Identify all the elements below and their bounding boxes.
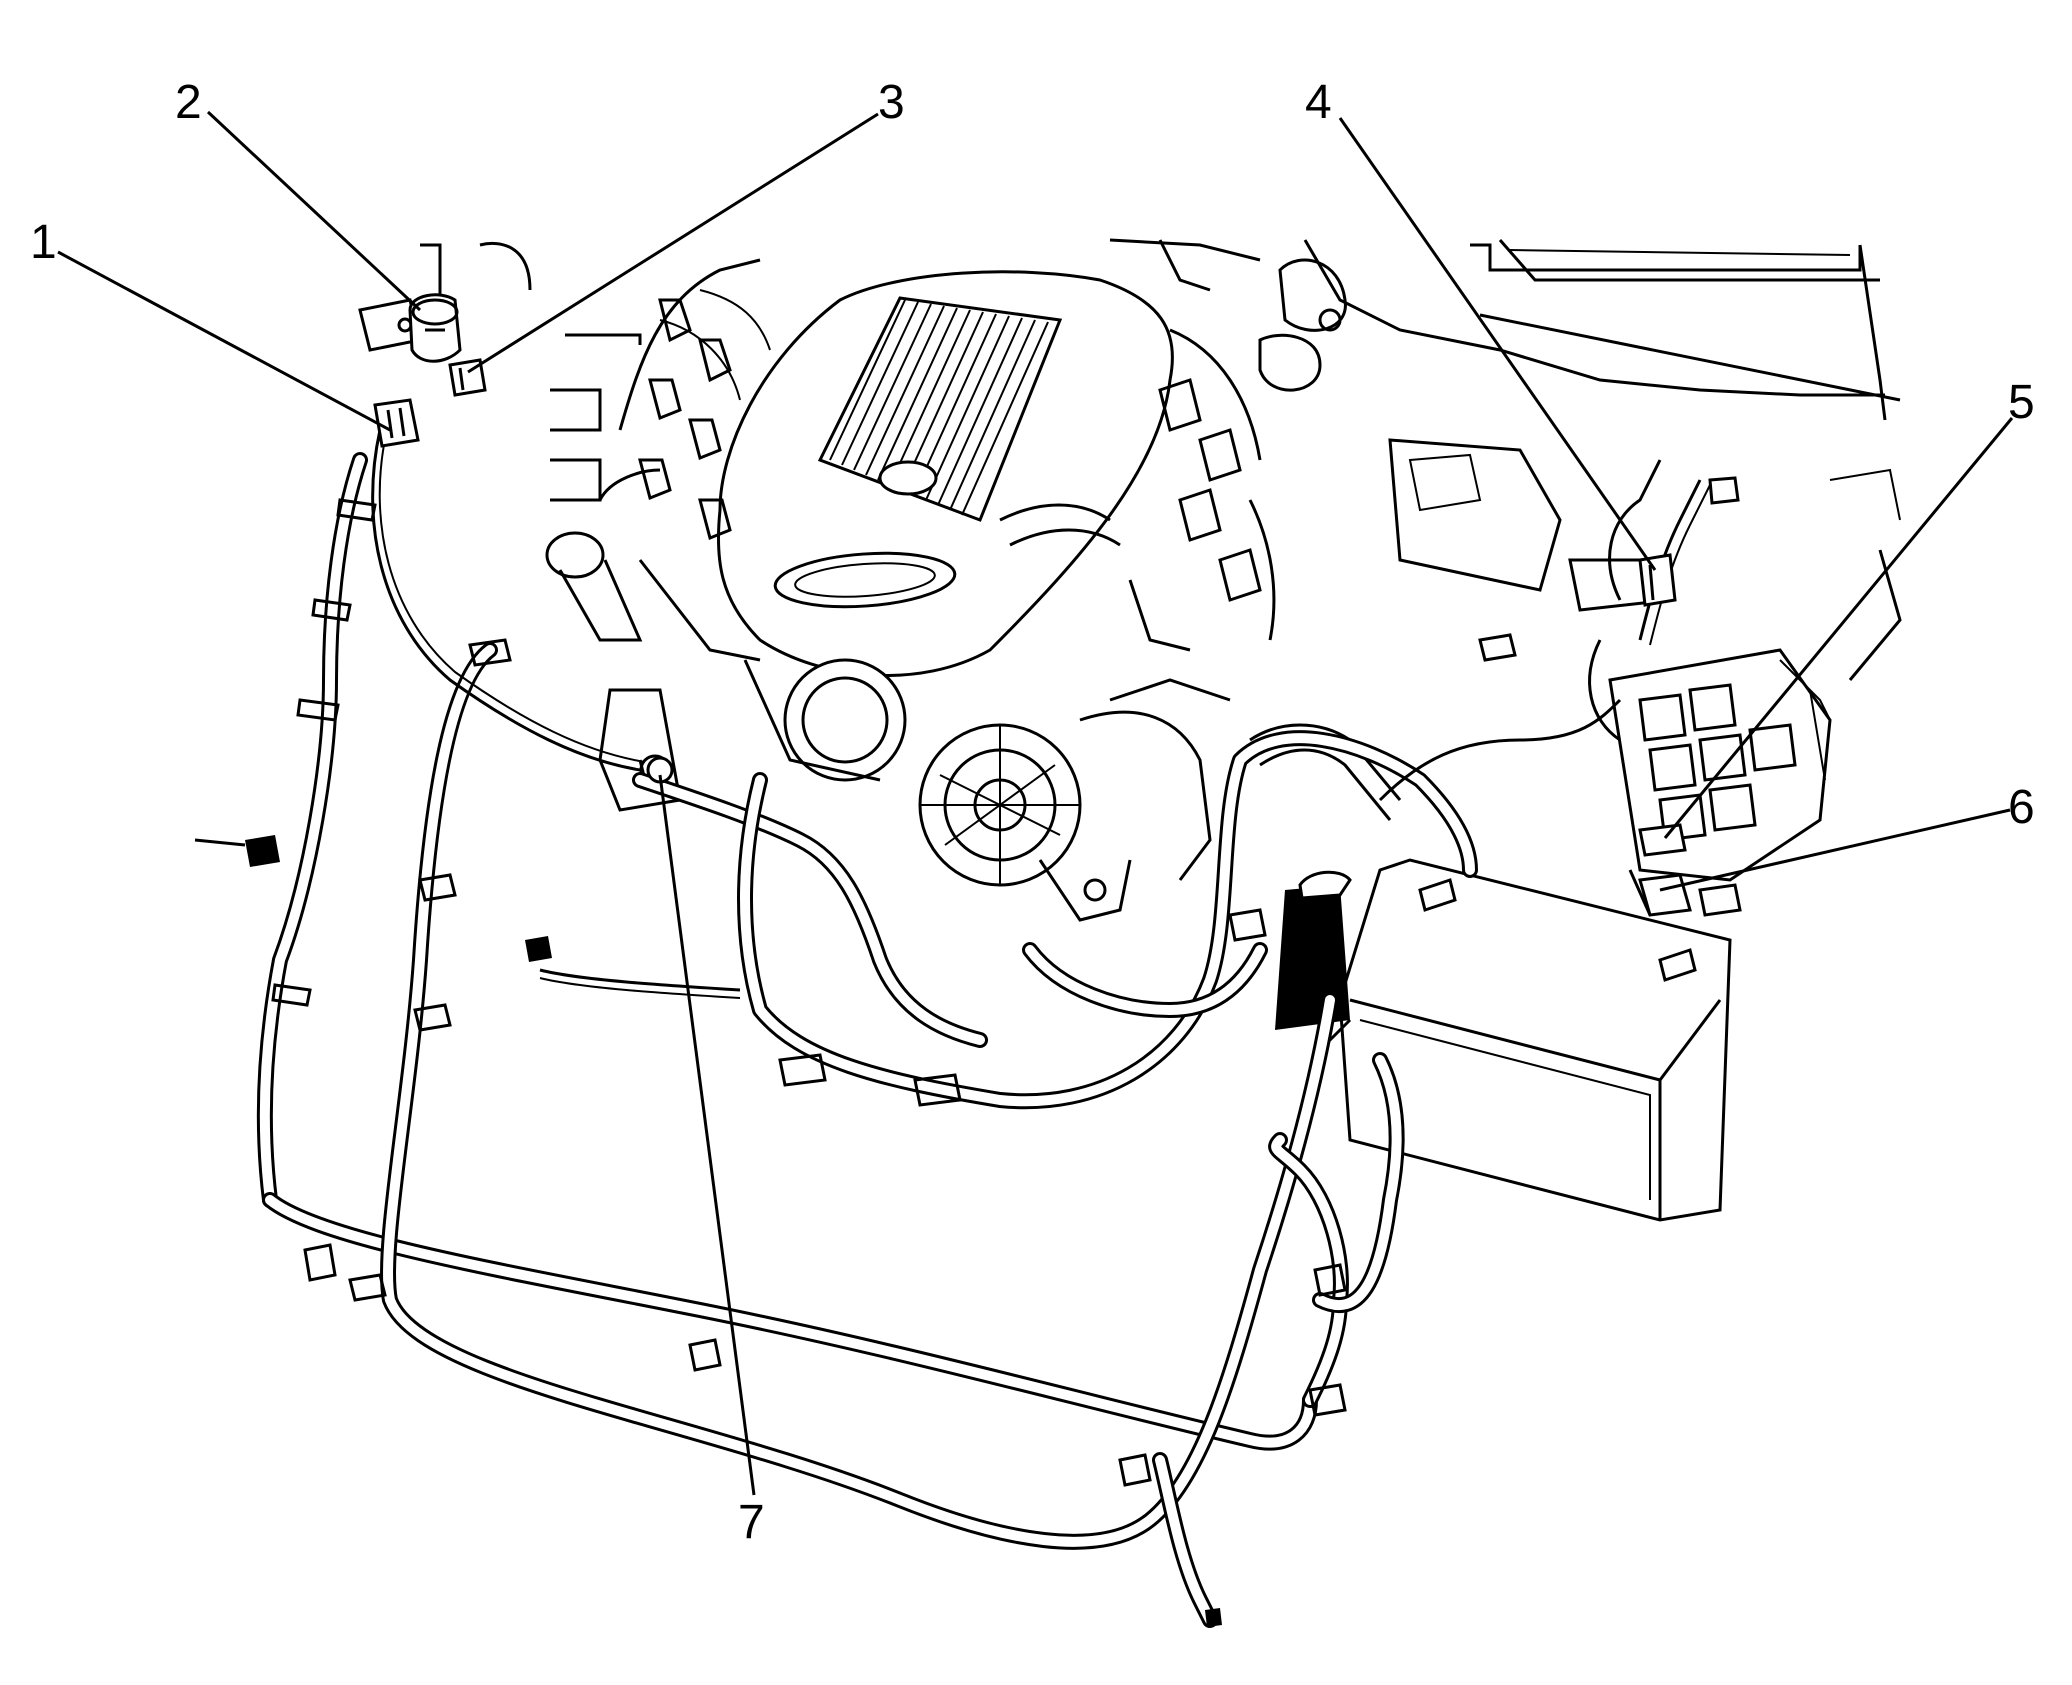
callout-2: 2 (175, 76, 202, 129)
battery (1275, 858, 1732, 1222)
callout-7: 7 (738, 1496, 765, 1549)
engine-cover-ribs (817, 296, 1063, 522)
component-4-connector (1638, 476, 1740, 607)
callout-1: 1 (30, 216, 57, 269)
callout-6: 6 (2008, 781, 2035, 834)
engine-assembly (545, 258, 1402, 922)
engine-wiring-harness (256, 241, 1711, 1628)
vehicle-body-structure (1109, 238, 1902, 681)
callout-labels: 1 2 3 4 5 6 7 (30, 76, 2035, 1549)
component-2-relay (408, 293, 462, 363)
callout-5: 5 (2008, 376, 2035, 429)
callout-4: 4 (1305, 76, 1332, 129)
underhood-fuse-block (1608, 648, 1832, 882)
callout-3: 3 (878, 76, 905, 129)
component-5-fuse-block-terminal (1638, 823, 1687, 857)
component-3-connector (448, 358, 487, 397)
component-1-connector (373, 398, 420, 448)
leader-lines (57, 110, 2014, 1496)
